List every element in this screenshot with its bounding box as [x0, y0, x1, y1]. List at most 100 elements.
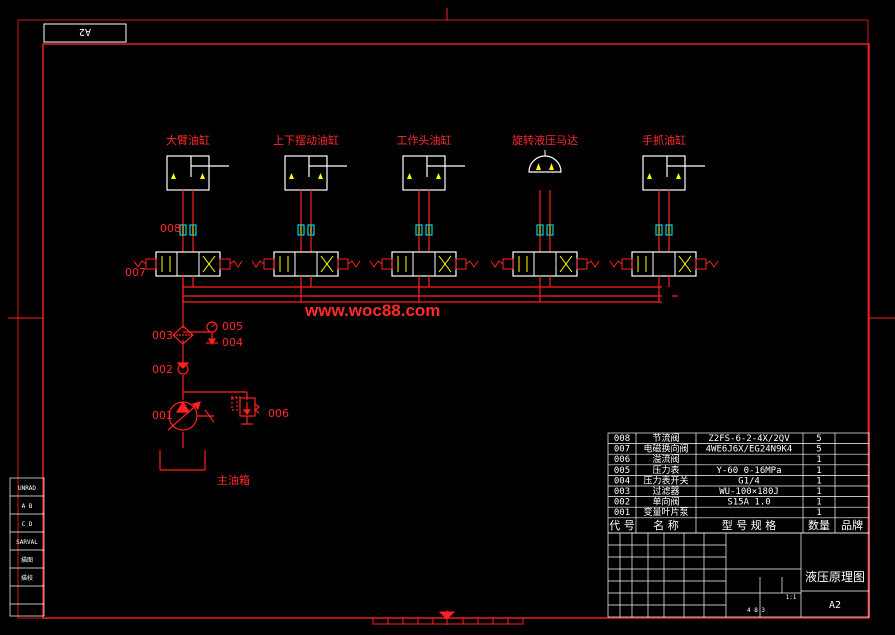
side-strip-1: A B — [22, 503, 33, 510]
directional-valve — [512, 251, 578, 277]
gauge-switch-004 — [206, 338, 218, 346]
actuator-label-2: 工作头油缸 — [397, 133, 452, 147]
directional-valve — [155, 251, 221, 277]
bom-cell-spec: WU-100×180J — [719, 487, 779, 497]
bom-cell-qty: 5 — [816, 434, 821, 444]
drawing-sheet: 4 8 3 — [747, 607, 765, 614]
sheet-border — [8, 8, 895, 625]
cyl-port-a — [171, 173, 176, 179]
throttle-valve — [179, 224, 187, 236]
callout-004: 004 — [222, 336, 243, 349]
throttle-valve — [536, 224, 544, 236]
throttle-valve — [546, 224, 554, 236]
actuator-branch-3: 旋转液压马达 — [490, 133, 600, 302]
solenoid-right — [576, 258, 588, 270]
filter-003 — [172, 325, 194, 345]
title-block-text: 液压原理图 A2 1:1 4 8 3 — [747, 569, 865, 614]
callout-007: 007 — [125, 266, 146, 279]
relief-valve-006 — [231, 396, 260, 425]
check-valve-002 — [176, 362, 190, 375]
bom-cell-spec: G1/4 — [738, 476, 760, 486]
bom-cell-name: 单向阀 — [652, 496, 679, 508]
solenoid-left — [381, 258, 393, 270]
bom-cell-code: 008 — [614, 434, 630, 444]
drawing-size: A2 — [829, 600, 841, 611]
cyl-port-b — [318, 173, 323, 179]
gauge-005 — [206, 321, 218, 333]
solenoid-left — [502, 258, 514, 270]
bom-cell-qty: 1 — [816, 508, 821, 518]
actuator-label-3: 旋转液压马达 — [512, 133, 578, 147]
throttle-valve — [665, 224, 673, 236]
bom-header-qty: 数量 — [808, 519, 830, 532]
bom-cell-code: 001 — [614, 508, 630, 518]
cylinder-barrel — [402, 155, 446, 191]
bom-cell-qty: 1 — [816, 498, 821, 508]
bom-cell-code: 005 — [614, 466, 630, 476]
actuator-label-0: 大臂油缸 — [166, 133, 210, 147]
callout-005: 005 — [222, 320, 243, 333]
callout-003: 003 — [152, 329, 173, 342]
cyl-port-a — [647, 173, 652, 179]
bom-cell-spec: Y-60 0-16MPa — [716, 466, 781, 476]
tank-label: 主油箱 — [217, 473, 250, 487]
solenoid-left — [145, 258, 157, 270]
bom-cell-qty: 1 — [816, 487, 821, 497]
sheet-tag: A2 — [43, 23, 127, 43]
side-strip-5: 描校 — [21, 574, 33, 582]
side-strip-4: 描图 — [21, 556, 33, 564]
bom-cell-name: 过滤器 — [652, 485, 679, 497]
callouts: 008 007 003 005 004 002 001 006 主油箱 — [125, 222, 289, 487]
actuator-label-1: 上下摆动油缸 — [273, 133, 339, 147]
throttle-valve — [415, 224, 423, 236]
solenoid-right — [455, 258, 467, 270]
actuator-group: 大臂油缸上下摆动油缸工作头油缸旋转液压马达手抓油缸 — [133, 133, 719, 302]
actuator-branch-2: 工作头油缸 — [369, 133, 479, 302]
motor-port-a — [536, 163, 541, 170]
title-block — [607, 532, 870, 618]
actuator-branch-0: 大臂油缸 — [133, 133, 243, 302]
throttle-valve — [307, 224, 315, 236]
side-strip-2: C D — [22, 521, 33, 528]
bom-cell-qty: 1 — [816, 455, 821, 465]
bom-cell-code: 006 — [614, 455, 630, 465]
callout-006: 006 — [268, 407, 289, 420]
pipe-network — [159, 278, 662, 471]
callout-002: 002 — [152, 363, 173, 376]
solenoid-right — [695, 258, 707, 270]
bom-cell-name: 电磁换向阀 — [643, 443, 688, 455]
bom-cell-name: 节流阀 — [652, 432, 679, 444]
side-strip — [9, 477, 45, 617]
bom-cell-name: 压力表开关 — [643, 474, 688, 486]
actuator-branch-1: 上下摆动油缸 — [251, 133, 361, 302]
drawing-scale: 1:1 — [786, 594, 797, 601]
solenoid-left — [621, 258, 633, 270]
bom-cell-name: 溢流阀 — [652, 453, 679, 465]
throttle-valve — [297, 224, 305, 236]
directional-valve — [391, 251, 457, 277]
bom-cell-code: 007 — [614, 445, 630, 455]
solenoid-right — [337, 258, 349, 270]
bom-cell-name: 变量叶片泵 — [643, 506, 688, 518]
cyl-port-b — [676, 173, 681, 179]
cyl-port-b — [436, 173, 441, 179]
throttle-valve — [655, 224, 663, 236]
watermark: www.woc88.com — [304, 301, 440, 320]
solenoid-left — [263, 258, 275, 270]
cyl-port-a — [289, 173, 294, 179]
bom-cell-code: 004 — [614, 476, 630, 486]
cyl-port-a — [407, 173, 412, 179]
callout-008: 008 — [160, 222, 181, 235]
callout-001: 001 — [152, 409, 173, 422]
side-strip-0: UNRAD — [18, 485, 36, 492]
directional-valve — [273, 251, 339, 277]
bom-header-spec: 型 号 规 格 — [722, 518, 777, 532]
bom-cell-spec: 4WE6J6X/EG24N9K4 — [706, 445, 793, 455]
bom-cell-qty: 1 — [816, 476, 821, 486]
throttle-valve — [189, 224, 197, 236]
cylinder-barrel — [166, 155, 210, 191]
bom-cell-code: 003 — [614, 487, 630, 497]
bom-header-brand: 品牌 — [841, 518, 863, 532]
bom-header-code: 代 号 — [609, 519, 635, 532]
